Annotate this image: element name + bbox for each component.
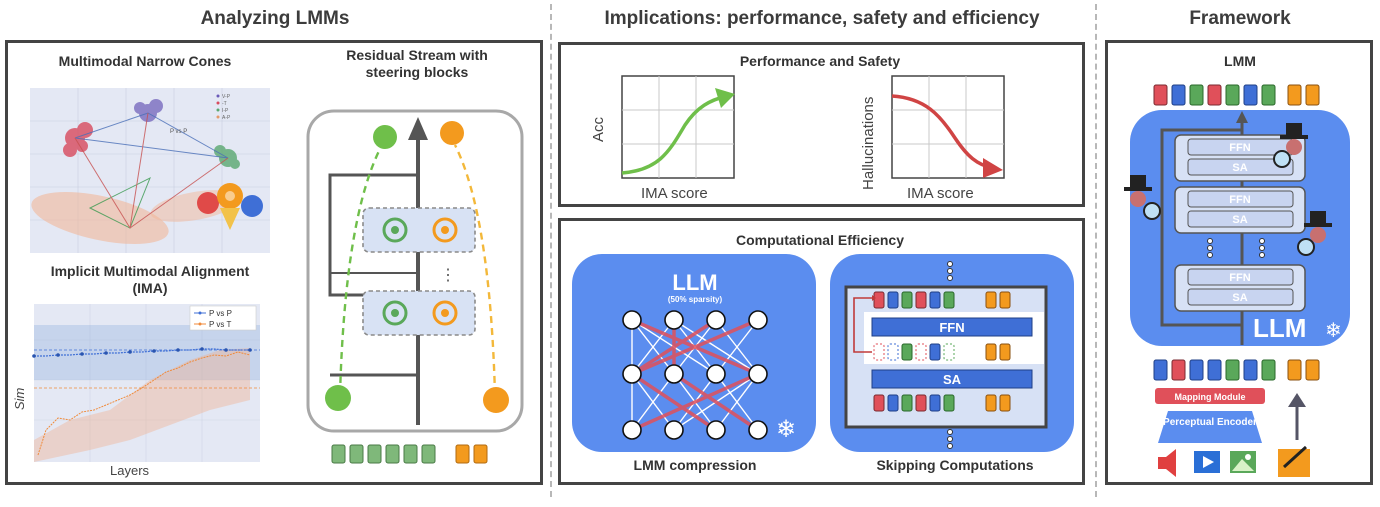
- frozen-icon-llm: ❄: [1325, 320, 1342, 342]
- accuracy-plot: Acc IMA score: [590, 75, 735, 202]
- cones-legend-2: -T: [222, 101, 227, 107]
- encoder-label-line: Perceptual Encoder: [1163, 417, 1257, 428]
- video-icon: [1194, 451, 1220, 473]
- sparsity-label: (50% sparsity): [668, 295, 723, 304]
- fw-ffn-1: FFN: [1229, 142, 1250, 154]
- framework-block-2: FFN SA: [1174, 186, 1306, 234]
- header-framework: Framework: [1189, 8, 1291, 29]
- skip-tokens-top: [873, 291, 1011, 309]
- fw-ffn-3: FFN: [1229, 272, 1250, 284]
- fw-sa-3: SA: [1232, 292, 1247, 304]
- hallucination-ylabel: Hallucinations: [860, 97, 877, 190]
- residual-stream-diagram: ⋮: [306, 109, 524, 464]
- detective-icon-1: [1273, 123, 1308, 168]
- efficiency-title: Computational Efficiency: [735, 232, 905, 248]
- skip-ffn-label: FFN: [939, 320, 964, 335]
- cones-legend-1: V-P: [222, 94, 231, 100]
- hallucination-plot: Hallucinations IMA score: [860, 75, 1005, 202]
- framework-block-3: FFN SA: [1174, 264, 1306, 312]
- frozen-icon-compression: ❄: [776, 416, 796, 443]
- mapping-module-label: Mapping Module: [1175, 392, 1246, 402]
- llm-compression-diagram: LLM (50% sparsity) ❄: [572, 254, 816, 452]
- cones-label: P vs P: [170, 129, 187, 135]
- skipping-caption: Skipping Computations: [876, 457, 1034, 473]
- cones-legend-3: I-P: [222, 108, 229, 114]
- ima-title: Implicit Multimodal Alignment (IMA): [50, 263, 250, 296]
- header-analyzing: Analyzing LMMs: [200, 8, 350, 29]
- skip-sa-label: SA: [943, 372, 962, 387]
- hallucination-xlabel: IMA score: [907, 185, 974, 202]
- compression-caption: LMM compression: [633, 457, 757, 473]
- text-edit-icon: [1278, 445, 1310, 477]
- skipping-diagram: FFN SA: [830, 254, 1074, 452]
- ima-ylabel: Sim: [12, 387, 27, 410]
- cones-legend-4: A-P: [222, 115, 231, 121]
- modality-icons: [197, 183, 263, 230]
- fw-sa-2: SA: [1232, 214, 1247, 226]
- framework-block-1: FFN SA: [1174, 134, 1306, 182]
- detective-icon-2: [1124, 175, 1161, 220]
- steering-block-top: [362, 207, 476, 253]
- narrow-cones-plot: V-P -T I-P A-P P vs P: [30, 88, 270, 253]
- detective-icon-3: [1297, 211, 1332, 256]
- separator-left: [550, 4, 552, 497]
- accuracy-ylabel: Acc: [590, 116, 607, 142]
- skip-tokens-middle: [873, 343, 1011, 361]
- residual-tokens: [331, 444, 488, 464]
- header-implications: Implications: performance, safety and ef…: [604, 8, 1040, 29]
- performance-title: Performance and Safety: [739, 53, 901, 69]
- residual-ellipsis: ⋮: [440, 267, 456, 284]
- cones-title: Multimodal Narrow Cones: [58, 53, 232, 69]
- accuracy-xlabel: IMA score: [641, 185, 708, 202]
- image-icon: [1230, 451, 1256, 473]
- fw-sa-1: SA: [1232, 162, 1247, 174]
- framework-tokens-top: [1153, 84, 1320, 106]
- skip-tokens-bottom: [873, 394, 1011, 412]
- ima-legend-pvp: P vs P: [209, 309, 232, 318]
- steering-block-bottom: [362, 290, 476, 336]
- framework-tokens-bottom: [1153, 359, 1320, 381]
- framework-llm-label: LLM: [1253, 313, 1306, 343]
- residual-title: Residual Stream with steering blocks: [346, 47, 488, 80]
- fw-ffn-2: FFN: [1229, 194, 1250, 206]
- framework-diagram: FFN SA FFN SA FFN SA LLM ❄: [1124, 84, 1350, 477]
- speaker-icon: [1158, 449, 1176, 477]
- ima-xlabel: Layers: [110, 463, 150, 478]
- llm-label: LLM: [672, 270, 717, 295]
- ima-plot: P vs P P vs T Sim Layers: [12, 304, 260, 478]
- ima-legend-pvt: P vs T: [209, 320, 231, 329]
- framework-title: LMM: [1224, 53, 1256, 69]
- separator-right: [1095, 4, 1097, 497]
